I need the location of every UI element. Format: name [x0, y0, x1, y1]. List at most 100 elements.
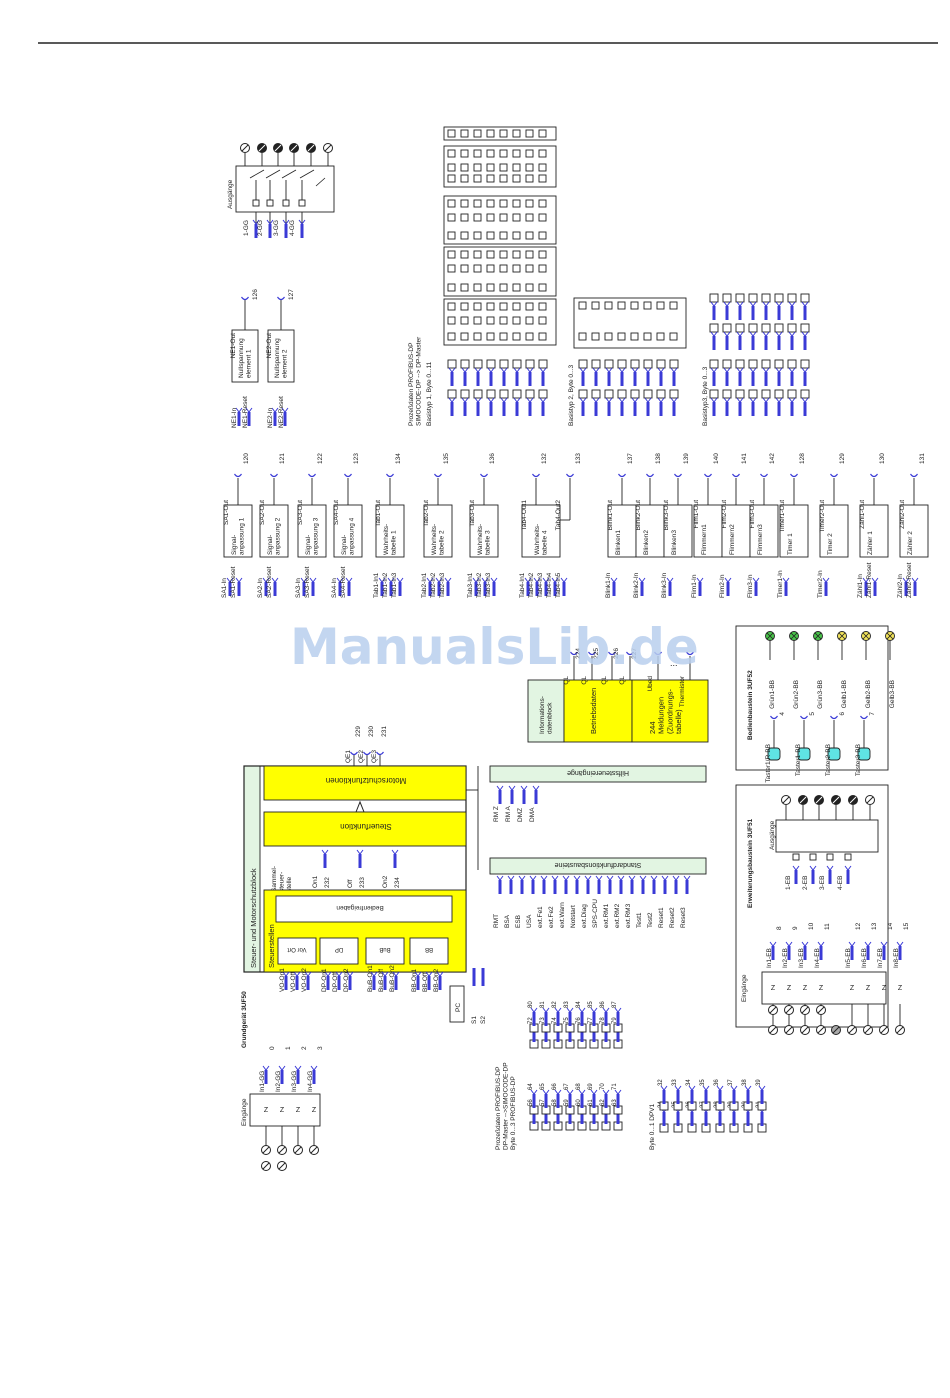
- messages-box: [631, 679, 709, 743]
- bit-box: [486, 174, 495, 183]
- bit-box: [525, 389, 535, 399]
- bit-box: [656, 359, 666, 369]
- logic-name: Blinken1: [615, 530, 622, 555]
- std-input-label: Reset3: [680, 907, 687, 928]
- station-name: Vor Ort: [287, 946, 306, 952]
- output-terminal: [363, 751, 371, 756]
- aux-input-label: RM Z: [493, 806, 500, 822]
- terminal-cap: [271, 407, 279, 413]
- terminal-cap: [448, 397, 456, 403]
- bit-box: [486, 316, 495, 325]
- dp-in-num: 67: [564, 1083, 570, 1090]
- info-block: [527, 679, 565, 743]
- screw-terminal: [257, 143, 267, 153]
- logic-block: [375, 504, 405, 558]
- logic-in: Timer2-In: [817, 570, 824, 598]
- terminal-cap: [606, 875, 614, 881]
- bit-box: [460, 302, 469, 311]
- dp-in-num: 71: [612, 1083, 618, 1090]
- output-terminal: [790, 473, 798, 478]
- terminal-cap: [749, 331, 757, 337]
- terminal-cap: [532, 785, 540, 791]
- logic-num: 140: [713, 453, 720, 464]
- terminal-cap: [540, 875, 548, 881]
- logic-out: Flim3-Out: [749, 500, 756, 529]
- led-indicator: [861, 631, 871, 641]
- bit-box: [486, 302, 495, 311]
- dp-in-num: 64: [528, 1083, 534, 1090]
- on-off-num: 232: [324, 877, 331, 888]
- station-name: BB: [425, 946, 433, 952]
- logic-in: Tab2-In1: [421, 572, 428, 598]
- screw-terminal: [293, 1145, 303, 1155]
- screw-terminal: [306, 143, 316, 153]
- logic-num: 128: [799, 453, 806, 464]
- logic-num: 123: [353, 453, 360, 464]
- terminal-cap: [262, 577, 270, 583]
- bit-box: [486, 264, 495, 273]
- terminal-cap: [657, 397, 665, 403]
- dpv1-num: 39: [756, 1079, 762, 1086]
- control-station: [319, 937, 359, 965]
- opto-symbol: Z: [819, 985, 824, 992]
- terminal-cap: [579, 367, 587, 373]
- logic-num2: 133: [575, 453, 582, 464]
- bit-box: [538, 302, 547, 311]
- logic-in: Tab2-In3: [439, 572, 446, 598]
- terminal-cap: [530, 1007, 538, 1013]
- output-terminal: [434, 473, 442, 478]
- terminal-cap: [378, 577, 386, 583]
- logic-out: Blink2-Out: [635, 500, 642, 531]
- bit-box: [525, 129, 534, 138]
- bit-box: [460, 332, 469, 341]
- logic-num: 136: [489, 453, 496, 464]
- terminal-cap: [245, 407, 253, 413]
- output-terminal: [674, 473, 682, 478]
- basic-input-num: 2: [301, 1046, 308, 1050]
- logic-block: [223, 504, 253, 558]
- dp-in-num: 86: [600, 1001, 606, 1008]
- ext-output-label: 2-EB: [802, 876, 809, 890]
- terminal-cap: [762, 301, 770, 307]
- ext-input-label: In7-EB: [877, 948, 884, 968]
- output-terminal: [588, 651, 596, 656]
- zero-voltage-in: NE2-In: [267, 407, 274, 428]
- terminal-cap: [788, 397, 796, 403]
- screw-terminal: [895, 1025, 905, 1035]
- terminal-cap: [573, 875, 581, 881]
- bit-box: [538, 163, 547, 172]
- bit-box: [486, 129, 495, 138]
- terminal-cap: [618, 397, 626, 403]
- terminal-cap: [801, 941, 809, 947]
- bit-box: [460, 359, 470, 369]
- logic-in: Zähl2-Reset: [906, 562, 913, 598]
- logic-num: 129: [839, 453, 846, 464]
- screw-terminal: [273, 143, 283, 153]
- station-input-label: VO-On1: [279, 968, 286, 992]
- logic-name: Wahrheits-tabelle 1: [383, 524, 397, 555]
- terminal-cap: [539, 397, 547, 403]
- screw-terminal: [831, 1025, 841, 1035]
- dp-in-num: 69: [588, 1083, 594, 1090]
- screw-terminal: [816, 1005, 826, 1015]
- relay-coil: [809, 853, 817, 861]
- bit-box: [604, 332, 613, 341]
- terminal-cap: [579, 397, 587, 403]
- logic-in: SA1-In: [221, 578, 228, 598]
- bit-box: [473, 199, 482, 208]
- bit-box: [473, 283, 482, 292]
- logic-name: Zähler 2: [907, 531, 914, 555]
- bit-box: [525, 302, 534, 311]
- basistyp3-label: Basistyp3, Byte 0...3: [702, 366, 709, 426]
- main-block-title: Steuer- und Motorschutzblock: [249, 868, 258, 968]
- aux-input-label: RM A: [505, 805, 512, 822]
- terminal-cap: [520, 785, 528, 791]
- screw-terminal: [784, 1025, 794, 1035]
- terminal-cap: [551, 875, 559, 881]
- output-terminal: [732, 473, 740, 478]
- ext-input-num: 13: [871, 922, 878, 930]
- bit-box: [512, 389, 522, 399]
- bit-box: [447, 174, 456, 183]
- bit-box: [722, 293, 732, 303]
- std-input-label: ext.RM3: [625, 903, 632, 928]
